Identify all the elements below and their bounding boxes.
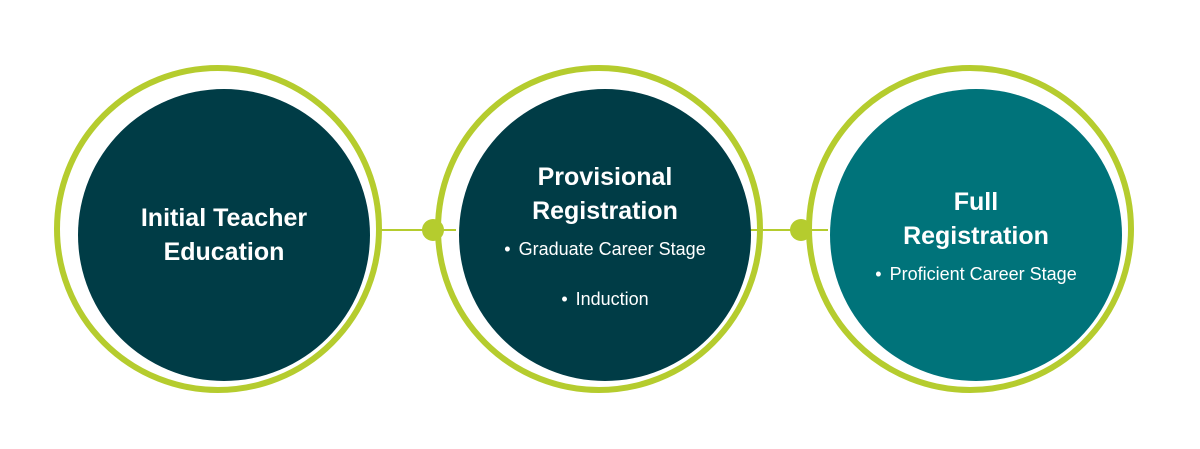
stage-provisional-registration: Provisional Registration Graduate Career… bbox=[435, 65, 763, 393]
stage-disc: Full Registration Proficient Career Stag… bbox=[830, 89, 1122, 381]
stage-bullets: Proficient Career Stage bbox=[875, 263, 1077, 285]
stage-title: Full Registration bbox=[903, 188, 1049, 250]
bullet-item: Graduate Career Stage bbox=[504, 238, 706, 260]
connector-line-2 bbox=[748, 229, 828, 231]
stage-title: Initial Teacher Education bbox=[140, 204, 308, 266]
stage-disc: Initial Teacher Education bbox=[78, 89, 370, 381]
bullet-item: Proficient Career Stage bbox=[875, 263, 1077, 285]
stage-full-registration: Full Registration Proficient Career Stag… bbox=[806, 65, 1134, 393]
stage-disc: Provisional Registration Graduate Career… bbox=[459, 89, 751, 381]
stage-initial-teacher-education: Initial Teacher Education bbox=[54, 65, 382, 393]
bullet-item: Induction bbox=[504, 288, 705, 310]
connector-line-1 bbox=[376, 229, 456, 231]
stage-bullets: Graduate Career Stage Induction bbox=[504, 238, 706, 310]
stage-title: Provisional Registration bbox=[532, 163, 678, 225]
